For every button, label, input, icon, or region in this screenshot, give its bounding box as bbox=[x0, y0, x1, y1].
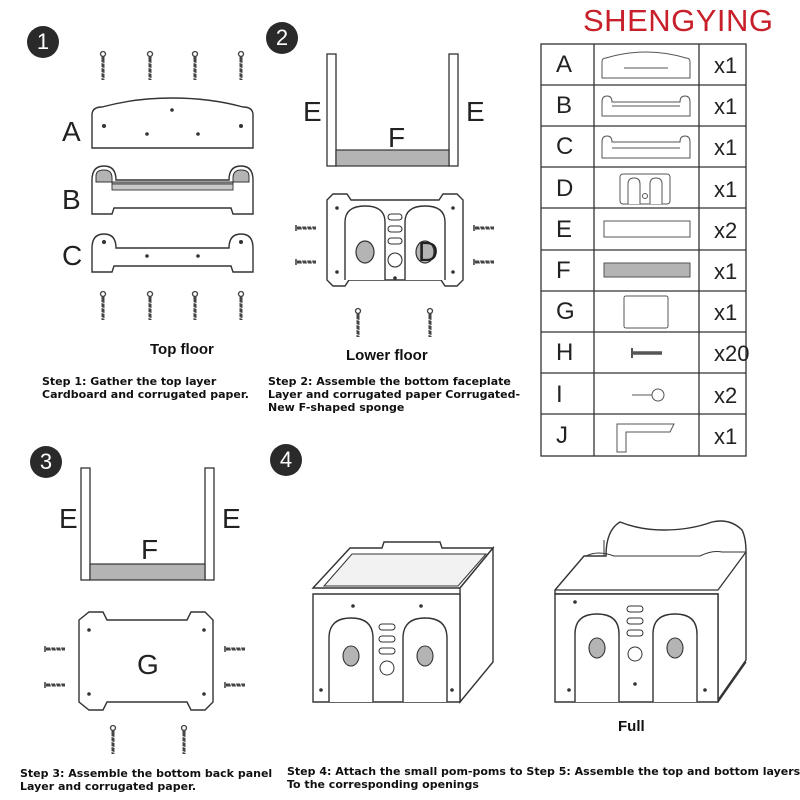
parts-row-c-qty: x1 bbox=[714, 135, 738, 161]
step2-frame-ef bbox=[326, 53, 459, 167]
part-g-backpanel bbox=[78, 611, 214, 711]
part-d-faceplate bbox=[326, 193, 464, 287]
brand-logo-text: SHENGYING bbox=[583, 3, 774, 38]
label-d: D bbox=[418, 236, 439, 267]
caption-lower-floor: Lower floor bbox=[346, 347, 428, 364]
label-g: G bbox=[137, 649, 159, 680]
label-e-right-step3: E bbox=[222, 503, 241, 534]
step-2-description: Step 2: Assemble the bottom faceplate La… bbox=[268, 375, 521, 414]
parts-table-icons bbox=[601, 51, 691, 453]
step1-screws-top bbox=[98, 50, 246, 82]
parts-row-h-letter: H bbox=[556, 339, 574, 367]
step3-frame-ef bbox=[80, 467, 215, 581]
parts-row-d-qty: x1 bbox=[714, 176, 738, 202]
parts-row-f-qty: x1 bbox=[714, 259, 738, 284]
parts-row-c-letter: C bbox=[556, 133, 574, 161]
parts-row-g-letter: G bbox=[556, 298, 575, 326]
parts-row-f-letter: F bbox=[556, 257, 571, 284]
step-2-badge: 2 bbox=[266, 22, 298, 54]
parts-row-i-qty: x2 bbox=[714, 382, 738, 408]
label-c: C bbox=[62, 240, 83, 271]
part-c-board bbox=[91, 233, 254, 273]
label-a: A bbox=[62, 116, 81, 147]
parts-row-j-letter: J bbox=[556, 421, 568, 449]
label-e-left-step2: E bbox=[303, 96, 322, 127]
step-1-badge: 1 bbox=[27, 26, 59, 58]
parts-row-a-letter: A bbox=[556, 51, 573, 78]
parts-row-g-qty: x1 bbox=[714, 300, 738, 326]
label-e-left-step3: E bbox=[59, 503, 78, 534]
step-4-description: Step 4: Attach the small pom-poms to Ste… bbox=[287, 765, 800, 791]
parts-row-a-qty: x1 bbox=[714, 53, 738, 78]
parts-row-h-qty: x20 bbox=[714, 341, 750, 367]
step-3-description: Step 3: Assemble the bottom back panel L… bbox=[20, 767, 273, 793]
step1-screws-bottom bbox=[98, 290, 246, 322]
parts-row-e-qty: x2 bbox=[714, 217, 738, 243]
step-4-badge: 4 bbox=[270, 444, 302, 476]
parts-row-e-letter: E bbox=[556, 215, 573, 243]
parts-row-d-letter: D bbox=[556, 174, 574, 202]
step-3-badge: 3 bbox=[30, 446, 62, 478]
parts-table-grid bbox=[540, 43, 747, 457]
caption-full: Full bbox=[618, 718, 645, 735]
parts-row-j-qty: x1 bbox=[714, 423, 738, 449]
assembled-lower-box bbox=[311, 541, 495, 704]
label-f-step2: F bbox=[388, 122, 406, 153]
part-a-board bbox=[91, 97, 254, 149]
label-e-right-step2: E bbox=[466, 96, 485, 127]
parts-row-b-qty: x1 bbox=[714, 94, 738, 120]
label-f-step3: F bbox=[141, 534, 159, 565]
assembled-full-box bbox=[554, 520, 747, 703]
step-1-description: Step 1: Gather the top layer Cardboard a… bbox=[42, 375, 249, 401]
parts-row-b-letter: B bbox=[556, 92, 573, 120]
caption-top-floor: Top floor bbox=[150, 341, 214, 358]
label-b: B bbox=[62, 184, 81, 215]
parts-row-i-letter: I bbox=[556, 380, 563, 408]
